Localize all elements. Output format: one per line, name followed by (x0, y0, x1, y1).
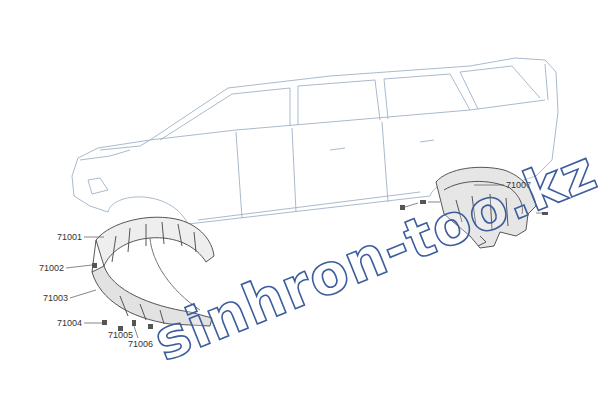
callout-number: 71002 (39, 264, 64, 273)
front-fasteners (92, 263, 153, 331)
watermark: sinhron-too.kz (147, 142, 604, 370)
callout-number: 71003 (43, 294, 68, 303)
callout-number: 71004 (57, 319, 82, 328)
callout-number: 71005 (108, 331, 133, 340)
callout-number: 71006 (128, 340, 153, 349)
callout-number: 71001 (57, 233, 82, 242)
